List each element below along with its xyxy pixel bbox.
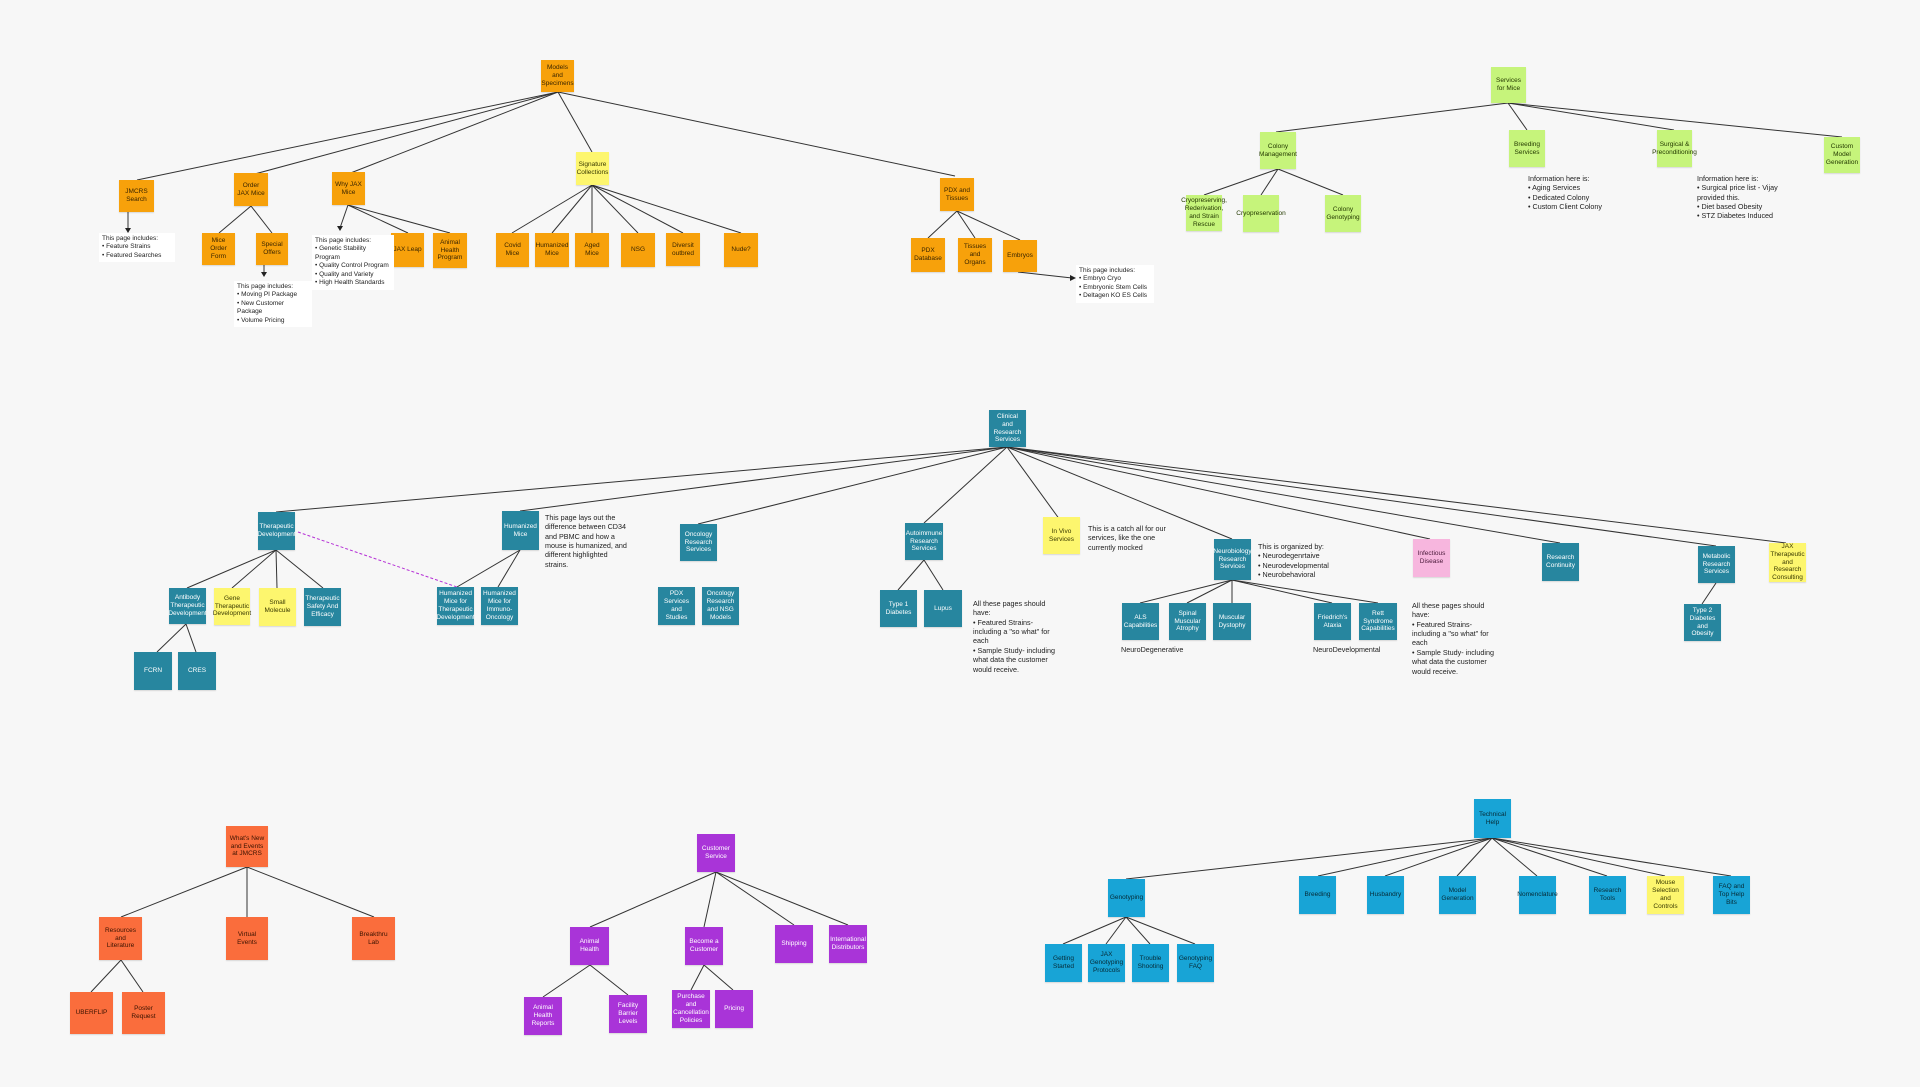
node-genotyping-faq[interactable]: Genotyping FAQ [1177,944,1214,982]
node-neurobiology-research[interactable]: Neurobiology Research Services [1213,539,1252,580]
node-tissues-and-organs[interactable]: Tissues and Organs [958,238,992,272]
node-friedreichs-ataxia[interactable]: Friedrich's Ataxia [1314,603,1351,640]
node-animal-health-reports[interactable]: Animal Health Reports [524,997,562,1035]
node-genotyping-protocols[interactable]: JAX Genotyping Protocols [1088,944,1125,982]
node-oncology-nsg-models[interactable]: Oncology Research and NSG Models [702,587,739,625]
node-cres[interactable]: CRES [178,652,216,690]
node-rett-syndrome[interactable]: Rett Syndrome Capabilities [1359,603,1397,640]
node-facility-barrier-levels[interactable]: Facility Barrier Levels [609,995,647,1033]
node-humanized-therapeutic[interactable]: Humanized Mice for Therapeutic Developme… [436,587,475,625]
node-animal-health[interactable]: Animal Health [570,927,609,965]
node-aged-mice[interactable]: Aged Mice [575,233,609,267]
note-embryos: This page includes: • Embryo Cryo • Embr… [1076,265,1154,303]
node-type-2-diabetes[interactable]: Type 2 Diabetes and Obesity [1684,604,1721,641]
node-custom-model-generation[interactable]: Custom Model Generation [1824,137,1860,173]
node-breakthru-lab[interactable]: Breakthru Lab [352,917,395,960]
node-whats-new-events[interactable]: What's New and Events at JMCRS [226,826,268,867]
node-international-distributors[interactable]: International Distributors [829,925,867,963]
node-mice-order-form[interactable]: Mice Order Form [202,233,235,265]
node-order-jax-mice[interactable]: Order JAX Mice [234,173,268,206]
node-embryos[interactable]: Embryos [1003,240,1037,272]
node-clinical-and-research-services[interactable]: Clinical and Research Services [989,410,1026,447]
note-autoimmune: All these pages should have: • Featured … [973,599,1056,674]
node-humanized-mice-clinical[interactable]: Humanized Mice [502,511,539,550]
node-services-for-mice[interactable]: Services for Mice [1491,67,1526,103]
node-pdx-and-tissues[interactable]: PDX and Tissues [940,178,974,211]
node-poster-request[interactable]: Poster Request [122,992,165,1034]
node-resources-literature[interactable]: Resources and Literature [99,917,142,960]
node-research-continuity[interactable]: Research Continuity [1542,543,1579,581]
node-diversity-outbred[interactable]: Diversit outbred [666,233,700,266]
node-shipping[interactable]: Shipping [775,925,813,963]
node-colony-management[interactable]: Colony Management [1259,132,1297,169]
node-spinal-muscular-atrophy[interactable]: Spinal Muscular Atrophy [1169,603,1206,640]
node-become-a-customer[interactable]: Become a Customer [685,927,723,965]
node-special-offers[interactable]: Special Offers [256,233,288,265]
note-humanized-mice: This page lays out the difference betwee… [545,513,627,569]
note-breeding-services: Information here is: • Aging Services • … [1528,174,1603,212]
node-mouse-selection[interactable]: Mouse Selection and Controls [1647,876,1684,914]
node-nude[interactable]: Nude? [724,233,758,267]
node-jax-leap[interactable]: JAX Leap [391,233,424,267]
node-research-tools[interactable]: Research Tools [1589,876,1626,914]
node-surgical-preconditioning[interactable]: Surgical & Preconditioning [1652,130,1697,167]
node-breeding[interactable]: Breeding [1299,876,1336,914]
node-virtual-events[interactable]: Virtual Events [226,917,268,960]
node-humanized-immuno-oncology[interactable]: Humanized Mice for Immuno-Oncology [481,587,518,625]
node-nomenclature[interactable]: Nomenclature [1517,876,1558,914]
note-neurobiology: This is organized by: • Neurodegenrtaive… [1258,542,1329,580]
note-in-vivo: This is a catch all for our services, li… [1088,524,1166,552]
node-genotyping[interactable]: Genotyping [1108,879,1145,917]
node-breeding-services[interactable]: Breeding Services [1509,130,1545,167]
note-surgical-preconditioning: Information here is: • Surgical price li… [1697,174,1778,221]
node-fcrn[interactable]: FCRN [134,652,172,690]
node-jax-consulting[interactable]: JAX Therapeutic and Research Consulting [1769,543,1806,582]
node-getting-started[interactable]: Getting Started [1045,944,1082,982]
node-trouble-shooting[interactable]: Trouble Shooting [1132,944,1169,982]
node-therapeutic-development[interactable]: Therapeutic Development [257,512,296,550]
node-technical-help[interactable]: Technical Help [1474,799,1511,838]
node-pdx-database[interactable]: PDX Database [911,238,945,272]
node-metabolic-research[interactable]: Metabolic Research Services [1698,546,1735,583]
note-jmcrs-search: This page includes: • Feature Strains • … [99,233,175,263]
node-small-molecule[interactable]: Small Molecule [259,588,296,626]
node-cryopreserving-rederivation[interactable]: Cryopreserving, Rederivation, and Strain… [1181,195,1227,231]
node-oncology-research-services[interactable]: Oncology Research Services [680,524,717,561]
node-models-and-specimens[interactable]: Models and Specimens [541,60,574,92]
node-lupus[interactable]: Lupus [924,590,962,627]
node-nsg[interactable]: NSG [621,233,655,267]
node-pricing[interactable]: Pricing [715,990,753,1028]
node-why-jax-mice[interactable]: Why JAX Mice [332,172,365,205]
node-therapeutic-safety[interactable]: Therapeutic Safety And Efficacy [304,588,341,626]
node-jmcrs-search[interactable]: JMCRS Search [119,180,154,212]
node-type-1-diabetes[interactable]: Type 1 Diabetes [880,590,917,627]
node-husbandry[interactable]: Husbandry [1367,876,1404,914]
node-infectious-disease[interactable]: Infectious Disease [1413,539,1450,577]
node-muscular-dystrophy[interactable]: Muscular Dystophy [1213,603,1251,640]
node-antibody-therapeutic[interactable]: Antibody Therapeutic Development [168,588,207,624]
node-pdx-services[interactable]: PDX Services and Studies [658,587,695,625]
label-neurodevelopmental: NeuroDevelopmental [1313,645,1381,654]
node-covid-mice[interactable]: Covid Mice [496,233,529,267]
node-cryopreservation[interactable]: Cryopreservation [1236,195,1286,232]
note-infectious-disease: All these pages should have: • Featured … [1412,601,1495,676]
node-purchase-cancellation[interactable]: Purchase and Cancellation Policies [672,990,710,1028]
node-uberflip[interactable]: UBERFLIP [70,992,113,1034]
node-als-capabilities[interactable]: ALS Capabilities [1122,603,1159,640]
node-animal-health-program[interactable]: Animal Health Program [433,233,467,268]
node-model-generation[interactable]: Model Generation [1439,876,1476,914]
node-customer-service[interactable]: Customer Service [697,834,735,872]
node-humanized-mice[interactable]: Humanized Mice [535,233,569,267]
node-gene-therapeutic[interactable]: Gene Therapeutic Development [213,588,251,625]
node-signature-collections[interactable]: Signature Collections [576,152,609,185]
node-faq-top-help[interactable]: FAQ and Top Help Bits [1713,876,1750,914]
node-in-vivo-services[interactable]: In Vivo Services [1043,517,1080,554]
note-why-jax-mice: This page includes: • Genetic Stability … [312,235,394,290]
node-colony-genotyping[interactable]: Colony Genotyping [1325,195,1361,232]
note-special-offers: This page includes: • Moving PI Package … [234,281,312,328]
label-neurodegenerative: NeuroDegenerative [1121,645,1184,654]
node-autoimmune-research[interactable]: Autoimmune Research Services [905,523,943,560]
